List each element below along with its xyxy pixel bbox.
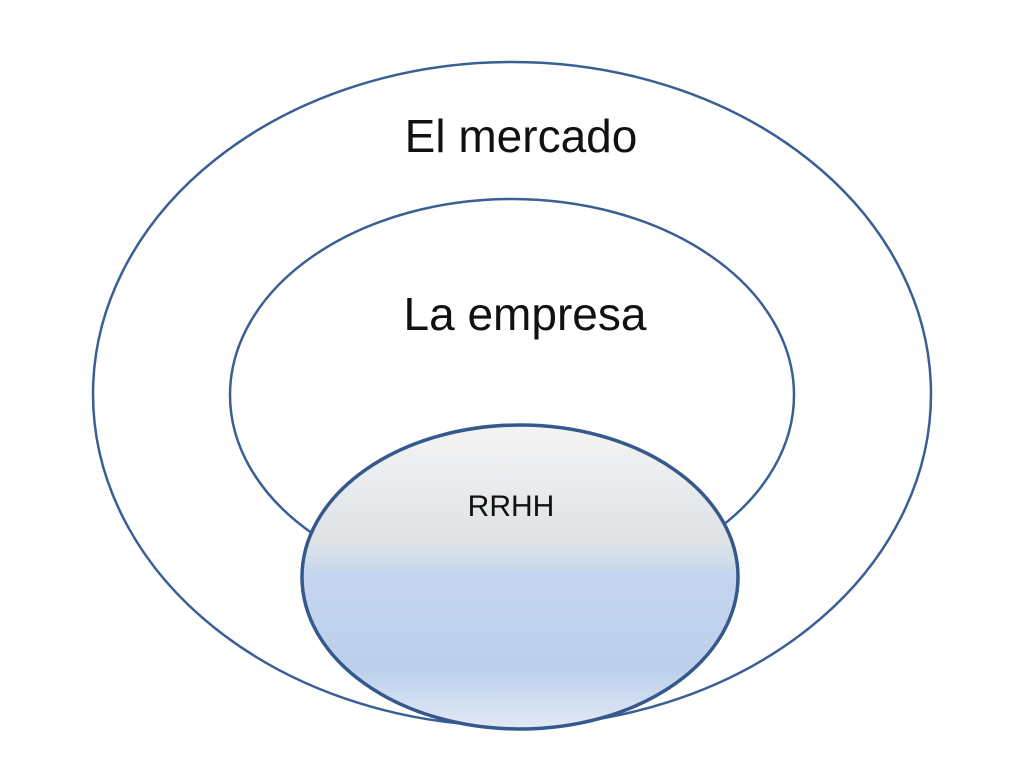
company-label: La empresa [404, 288, 647, 340]
market-label: El mercado [405, 110, 638, 162]
rrhh-ellipse [300, 423, 740, 731]
rrhh-label: RRHH [468, 490, 555, 523]
